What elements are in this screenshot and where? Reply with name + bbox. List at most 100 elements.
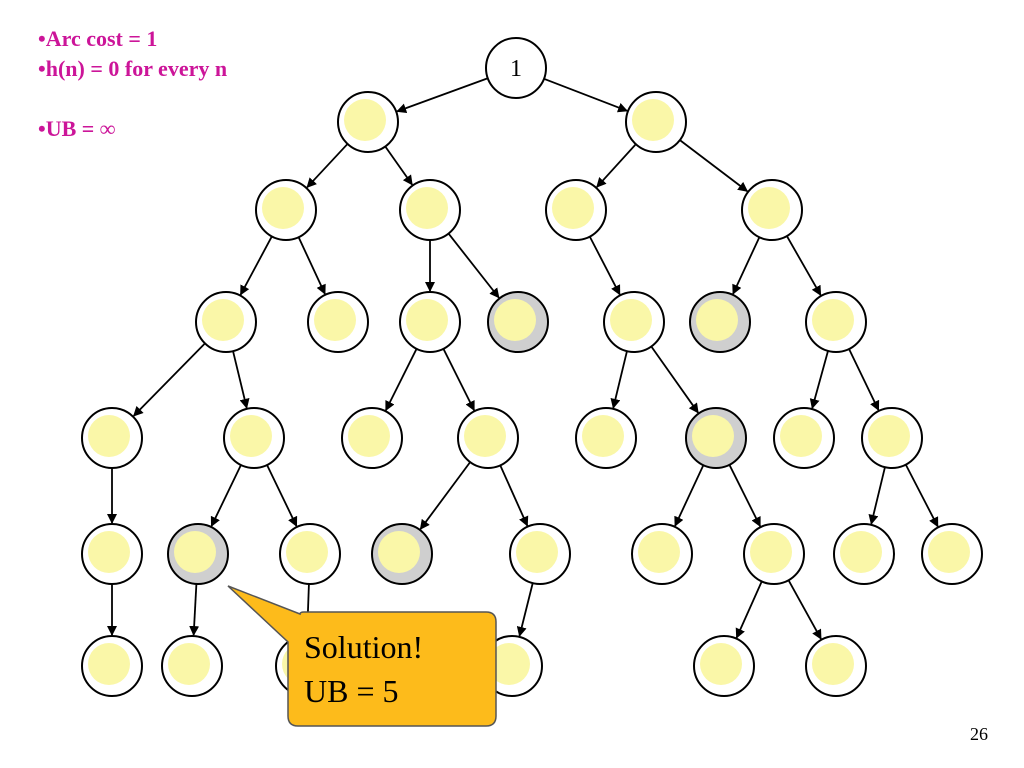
tree-edge-n0-n2: [543, 77, 629, 113]
callout-line-2: UB = 5: [304, 673, 399, 709]
tree-node-n0: 1: [485, 37, 547, 99]
tree-node-n18: [575, 407, 637, 469]
node-fill: [748, 187, 790, 229]
node-fill: [868, 415, 910, 457]
tree-node-n22: [81, 523, 143, 585]
tree-node-n17: [457, 407, 519, 469]
tree-edge-n21-n30: [904, 464, 939, 528]
node-fill: [582, 415, 624, 457]
node-fill: [552, 187, 594, 229]
node-fill: [464, 415, 506, 457]
node-fill: [348, 415, 390, 457]
tree-node-n7: [195, 291, 257, 353]
tree-node-n2: [625, 91, 687, 153]
tree-node-n27: [631, 523, 693, 585]
tree-node-n31: [81, 635, 143, 697]
node-ring: [485, 37, 547, 99]
tree-node-n9: 1: [399, 291, 461, 353]
callout-line-1: Solution!: [304, 629, 423, 665]
node-fill: [314, 299, 356, 341]
tree-edge-n1-n3: [306, 143, 349, 189]
tree-node-n36: [805, 635, 867, 697]
tree-node-n35: [693, 635, 755, 697]
node-fill: [88, 415, 130, 457]
node-fill: [812, 643, 854, 685]
page-number: 26: [970, 724, 988, 744]
tree-edge-n19-n27: [674, 464, 705, 527]
tree-edge-n7-n14: [133, 342, 206, 417]
node-fill: [928, 531, 970, 573]
bullet-gap: [38, 84, 227, 114]
tree-node-n34: [481, 635, 543, 697]
tree-edge-n28-n35: [735, 581, 763, 639]
node-fill: [174, 531, 216, 573]
node-fill: [840, 531, 882, 573]
tree-node-n14: [81, 407, 143, 469]
tree-node-n10-closed: [487, 291, 549, 353]
bullet-list: •Arc cost = 1 •h(n) = 0 for every n •UB …: [38, 24, 227, 144]
node-fill: [780, 415, 822, 457]
node-fill: [638, 531, 680, 573]
node-fill: [696, 299, 738, 341]
tree-edge-n3-n8: [297, 236, 326, 295]
node-fill: [230, 415, 272, 457]
bullet-arc-cost: •Arc cost = 1: [38, 26, 158, 51]
node-fill: [202, 299, 244, 341]
node-fill: [286, 531, 328, 573]
tree-node-n23-closed: [167, 523, 229, 585]
node-fill: [88, 531, 130, 573]
tree-edge-n26-n34: [516, 582, 534, 637]
tree-edge-n1-n4: [384, 146, 413, 186]
node-fill: [610, 299, 652, 341]
tree-edge-n11-n18: [610, 350, 628, 409]
tree-edge-n7-n15: [232, 350, 250, 409]
node-fill: [168, 643, 210, 685]
tree-node-n16: [341, 407, 403, 469]
node-fill: [406, 299, 448, 341]
tree-node-n30: [921, 523, 983, 585]
tree-node-n26: [509, 523, 571, 585]
node-fill: [700, 643, 742, 685]
tree-node-n21: [861, 407, 923, 469]
root-node-label: 1: [510, 56, 522, 82]
tree-node-n6: [741, 179, 803, 241]
tree-edge-n11-n19: [650, 345, 699, 414]
node-fill: [88, 643, 130, 685]
node-fill: [406, 187, 448, 229]
tree-node-n32: [161, 635, 223, 697]
tree-node-n13: [805, 291, 867, 353]
node-fill: [516, 531, 558, 573]
tree-edge-n21-n29: [868, 466, 886, 525]
tree-edge-n15-n24: [266, 464, 298, 527]
tree-edge-n28-n36: [787, 579, 822, 640]
tree-edge-n0-n1: [396, 77, 489, 113]
tree-edge-n9-n17: [442, 348, 475, 412]
bullet-heuristic: •h(n) = 0 for every n: [38, 56, 228, 81]
tree-edge-n3-n7: [239, 236, 273, 296]
solution-callout: Solution! UB = 5: [227, 585, 497, 727]
node-fill: [488, 643, 530, 685]
tree-node-n20: [773, 407, 835, 469]
node-fill: [632, 99, 674, 141]
tree-node-n12-closed: [689, 291, 751, 353]
bullet-upper-bound: •UB = ∞: [38, 116, 116, 141]
tree-edge-n19-n28: [728, 464, 761, 528]
tree-node-n29: [833, 523, 895, 585]
tree-edges: [107, 77, 939, 640]
tree-edge-n17-n26: [499, 465, 529, 527]
tree-node-n15: [223, 407, 285, 469]
tree-edge-n2-n5: [596, 143, 637, 188]
tree-edge-n6-n12: [732, 236, 761, 295]
tree-node-n5: [545, 179, 607, 241]
tree-edge-n4-n10: [447, 233, 500, 299]
tree-node-n24: [279, 523, 341, 585]
tree-node-n11: [603, 291, 665, 353]
tree-edge-n23-n32: [189, 583, 200, 637]
tree-edge-n17-n25: [419, 461, 471, 530]
callout-bubble: [227, 585, 497, 727]
tree-node-n3: [255, 179, 317, 241]
node-fill: [812, 299, 854, 341]
node-fill: [344, 99, 386, 141]
